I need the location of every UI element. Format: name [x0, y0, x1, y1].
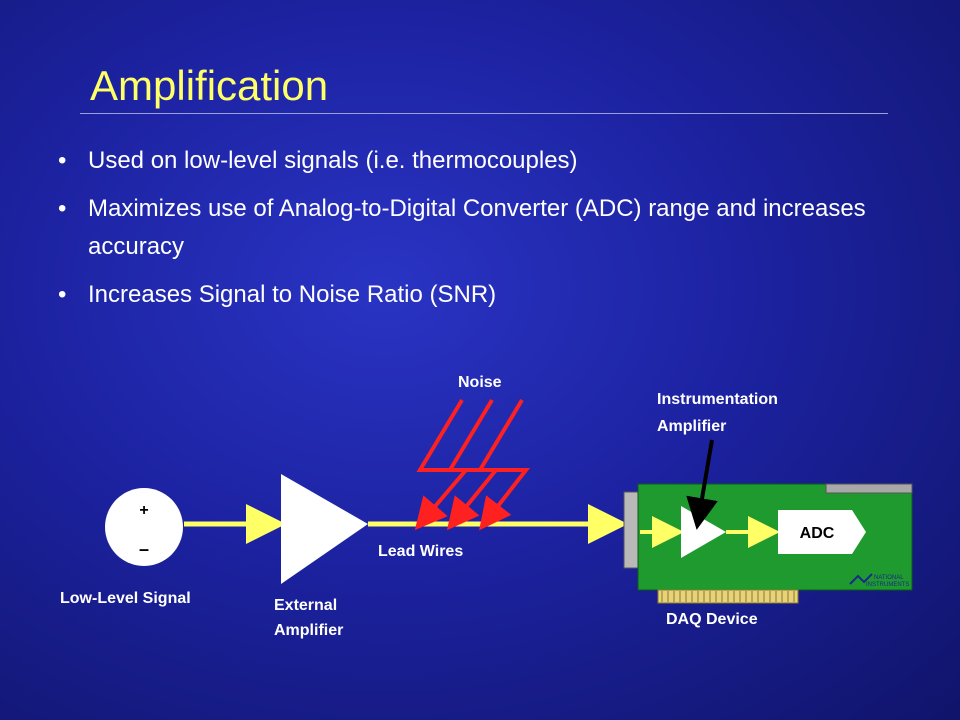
adc-label: ADC: [800, 525, 835, 542]
noise-bolt: [414, 398, 471, 531]
external-amp-label: External: [274, 597, 338, 614]
external-amp-label: Amplifier: [274, 622, 344, 639]
noise-bolt: [446, 398, 501, 531]
bullet-item: • Increases Signal to Noise Ratio (SNR): [58, 276, 938, 314]
logo-text: INSTRUMENTS: [866, 582, 909, 588]
bullet-text: Used on low-level signals (i.e. thermoco…: [88, 147, 578, 174]
logo-text: NATIONAL: [874, 575, 904, 581]
bullet-item: • Maximizes use of Analog-to-Digital Con…: [58, 190, 938, 266]
national-instruments-logo: NATIONAL INSTRUMENTS: [849, 573, 909, 588]
source-plus: +: [139, 502, 148, 519]
noise-bolt: [476, 398, 531, 531]
bullet-list: • Used on low-level signals (i.e. thermo…: [58, 142, 938, 324]
daq-connector: [825, 483, 913, 494]
source-minus: –: [139, 539, 149, 559]
bullet-text: Increases Signal to Noise Ratio (SNR): [88, 281, 497, 308]
adc-block: [778, 510, 866, 554]
bullet-dot: •: [58, 147, 67, 174]
bullet-dot: •: [58, 195, 67, 222]
noise-label: Noise: [458, 374, 502, 391]
bullet-item: • Used on low-level signals (i.e. thermo…: [58, 142, 938, 180]
title-divider: [80, 113, 888, 114]
inst-amp-label: Amplifier: [657, 418, 727, 435]
daq-label: DAQ Device: [666, 611, 758, 628]
external-amplifier: [281, 474, 368, 584]
lead-wires-label: Lead Wires: [378, 543, 464, 560]
source-label: Low-Level Signal: [60, 590, 191, 607]
inst-amp-label: Instrumentation: [657, 391, 778, 408]
inst-amp-pointer: [686, 439, 718, 530]
ni-logo-icon: [849, 573, 873, 585]
slide-title: Amplification: [90, 62, 329, 109]
daq-edge-pins: [661, 591, 795, 602]
bullet-text: Maximizes use of Analog-to-Digital Conve…: [88, 195, 866, 260]
bullet-dot: •: [58, 281, 67, 308]
signal-source: [105, 488, 183, 566]
